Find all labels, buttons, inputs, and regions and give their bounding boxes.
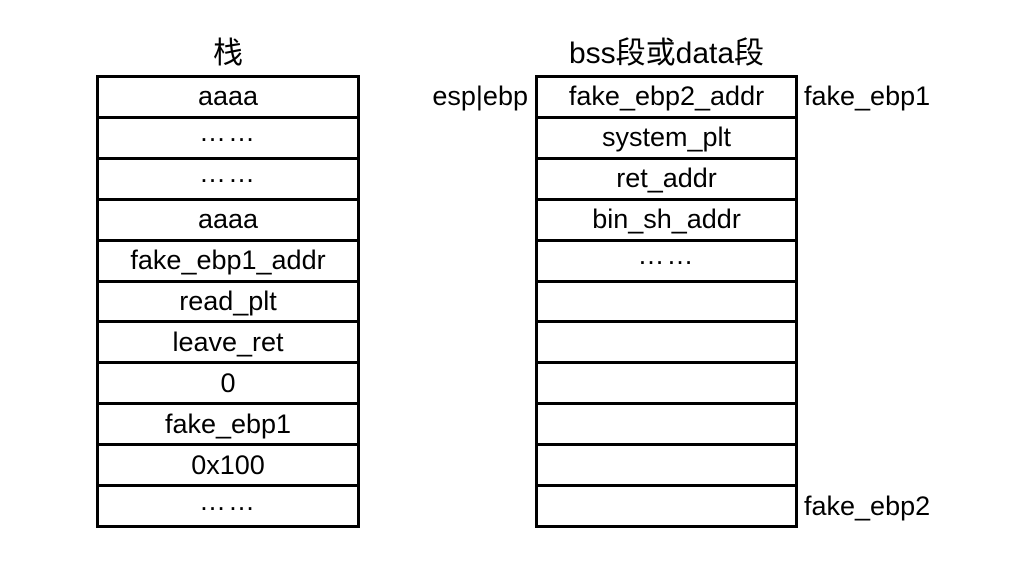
table-row: leave_ret — [99, 323, 357, 365]
table-row: …… — [99, 160, 357, 201]
table-row: …… — [99, 119, 357, 160]
table-row: 0x100 — [99, 446, 357, 488]
cell-text: ret_addr — [616, 163, 717, 194]
cell-text: …… — [637, 241, 696, 271]
cell-text: fake_ebp1_addr — [130, 245, 326, 276]
cell-text: aaaa — [197, 204, 259, 235]
table-row: …… — [99, 487, 357, 525]
bss-data-segment-table: fake_ebp2_addr system_plt ret_addr bin_s… — [535, 75, 798, 528]
stack-table-title: 栈 — [213, 37, 243, 70]
table-row — [538, 364, 795, 406]
cell-text: 0x100 — [191, 449, 265, 480]
cell-text: …… — [199, 159, 257, 189]
table-row: read_plt — [99, 283, 357, 324]
table-row — [538, 405, 795, 447]
cell-text: …… — [199, 487, 257, 516]
stack-table: aaaa …… …… aaaa fake_ebp1_addr read_plt — [96, 75, 360, 528]
esp-ebp-pointer-label: esp|ebp — [432, 81, 528, 111]
table-row: system_plt — [538, 119, 795, 160]
table-row: …… — [538, 242, 795, 283]
table-row — [538, 323, 795, 365]
cell-text: aaaa — [197, 81, 259, 112]
table-row: fake_ebp1 — [99, 405, 357, 447]
fake-ebp1-label: fake_ebp1 — [804, 81, 931, 111]
table-row: aaaa — [99, 78, 357, 119]
table-row — [538, 283, 795, 324]
cell-text: system_plt — [601, 122, 732, 153]
table-row: bin_sh_addr — [538, 201, 795, 242]
cell-text: read_plt — [179, 285, 277, 316]
cell-text: …… — [199, 118, 257, 148]
cell-text: 0 — [220, 367, 236, 398]
cell-text: fake_ebp2_addr — [568, 81, 765, 112]
table-row — [538, 446, 795, 488]
bss-data-segment-title: bss段或data段 — [568, 37, 765, 70]
table-row: ret_addr — [538, 160, 795, 201]
table-row: fake_ebp2_addr — [538, 78, 795, 119]
cell-text: bin_sh_addr — [592, 204, 741, 235]
table-row: fake_ebp1_addr — [99, 242, 357, 283]
table-row: 0 — [99, 364, 357, 406]
table-row: aaaa — [99, 201, 357, 242]
fake-ebp2-label: fake_ebp2 — [804, 491, 931, 521]
table-row — [538, 487, 795, 525]
cell-text: leave_ret — [172, 326, 284, 357]
cell-text: fake_ebp1 — [164, 408, 292, 439]
